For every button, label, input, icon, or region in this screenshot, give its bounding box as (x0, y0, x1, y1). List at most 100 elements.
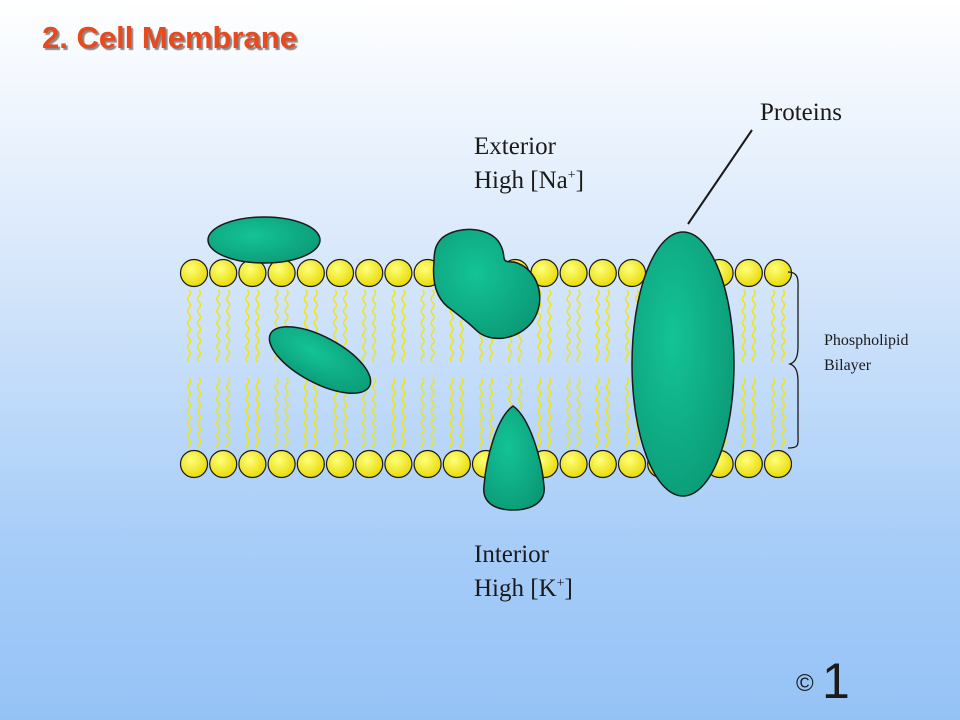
lipid-tail (770, 377, 776, 449)
copyright-symbol: © (796, 670, 814, 697)
bilayer-text: Bilayer (824, 357, 872, 374)
exterior-title: Exterior (474, 133, 556, 160)
peripheral-protein-top (207, 216, 321, 264)
phospholipid-head (413, 449, 442, 479)
lipid-tail (430, 289, 435, 363)
lipid-tail (245, 377, 250, 449)
phospholipid-head (325, 449, 355, 479)
sodium-charge: + (567, 168, 576, 183)
lipid-tail (605, 289, 610, 363)
phospholipid-head (559, 449, 588, 479)
embedded-protein-drop (483, 405, 545, 511)
transmembrane-protein (631, 231, 735, 497)
lipid-tail (401, 377, 406, 449)
bilayer-bracket (787, 271, 799, 449)
embedded-protein-blob (432, 228, 541, 340)
lipid-tail (449, 377, 454, 449)
lipid-tail (624, 289, 630, 363)
lipid-tail (303, 377, 308, 449)
tails-lower-leaflet (186, 377, 786, 449)
phospholipid-head (588, 449, 617, 479)
lipid-tail (595, 289, 600, 363)
lipid-tail (372, 377, 377, 449)
lipid-tail (372, 289, 377, 363)
lipid-tail (186, 377, 192, 449)
slide-number: 1 (822, 653, 850, 709)
interior-title: Interior (474, 541, 549, 568)
phospholipid-head (296, 449, 325, 479)
phospholipid-head (559, 258, 588, 288)
lipid-tail (459, 377, 464, 449)
phospholipid-text: Phospholipid (824, 332, 909, 349)
lipid-tail (362, 289, 367, 363)
phospholipid-head (763, 258, 793, 288)
interior-ion-text: High [K+] (474, 575, 573, 602)
embedded-protein-tilted (268, 326, 372, 394)
lipid-tail (741, 289, 746, 363)
slide-title: 2. Cell Membrane (42, 20, 297, 55)
lipid-tail (226, 377, 231, 449)
lipid-tail (313, 377, 318, 449)
lipid-tail (196, 289, 202, 363)
exterior-ion-text: High [Na+] (474, 167, 584, 194)
lipid-tail (478, 377, 484, 449)
lipid-tail (537, 377, 542, 449)
phospholipid-bilayer-label: Phospholipid Bilayer (824, 328, 908, 378)
lipid-tail (391, 289, 396, 363)
lipid-tail (576, 289, 581, 363)
lipid-tail (226, 289, 231, 363)
phospholipid-head (209, 258, 238, 288)
lipid-tail (420, 289, 425, 363)
phospholipid-head (617, 258, 647, 288)
phospholipid-head (617, 449, 647, 479)
phospholipid-head (267, 449, 296, 479)
lipid-tail (420, 377, 425, 449)
lipid-tail (751, 377, 756, 449)
lipid-tail (284, 377, 289, 449)
lipid-tail (595, 377, 600, 449)
interior-label: Interior High [K+] (474, 538, 573, 606)
lipid-tail (780, 377, 786, 449)
phospholipid-head (734, 258, 763, 288)
lipid-tail (430, 377, 435, 449)
lipid-tail (547, 377, 552, 449)
phospholipid-head (325, 258, 355, 288)
lipid-tail (216, 377, 221, 449)
lipid-tail (186, 289, 192, 363)
lipid-tail (576, 377, 581, 449)
phospholipid-head (355, 258, 384, 288)
proteins-pointer-line (687, 129, 753, 225)
lipid-tail (780, 289, 786, 363)
lipid-tail (741, 377, 746, 449)
phospholipid-head (179, 449, 209, 479)
lipid-tail (401, 289, 406, 363)
lipid-tail (547, 289, 552, 363)
exterior-label: Exterior High [Na+] (474, 130, 584, 198)
phospholipid-head (209, 449, 238, 479)
phospholipid-head (179, 258, 209, 288)
proteins-label: Proteins (760, 99, 842, 126)
lipid-tail (255, 289, 260, 363)
lipid-tail (566, 289, 571, 363)
phospholipid-head (734, 449, 763, 479)
lipid-tail (605, 377, 610, 449)
phospholipid-head (355, 449, 384, 479)
lipid-tail (488, 377, 494, 449)
lipid-tail (770, 289, 776, 363)
lipid-tail (196, 377, 202, 449)
phospholipid-head (384, 449, 413, 479)
phospholipid-head (238, 449, 267, 479)
lipid-tail (391, 377, 396, 449)
lipid-tail (624, 377, 630, 449)
lipid-tail (216, 289, 221, 363)
potassium-charge: + (556, 576, 565, 591)
phospholipid-head (267, 258, 296, 288)
lipid-tail (566, 377, 571, 449)
phospholipid-head (296, 258, 325, 288)
lipid-tail (274, 377, 279, 449)
lipid-tail (245, 289, 250, 363)
phospholipid-head (442, 449, 471, 479)
lipid-tail (255, 377, 260, 449)
lipid-tail (751, 289, 756, 363)
phospholipid-head (384, 258, 413, 288)
